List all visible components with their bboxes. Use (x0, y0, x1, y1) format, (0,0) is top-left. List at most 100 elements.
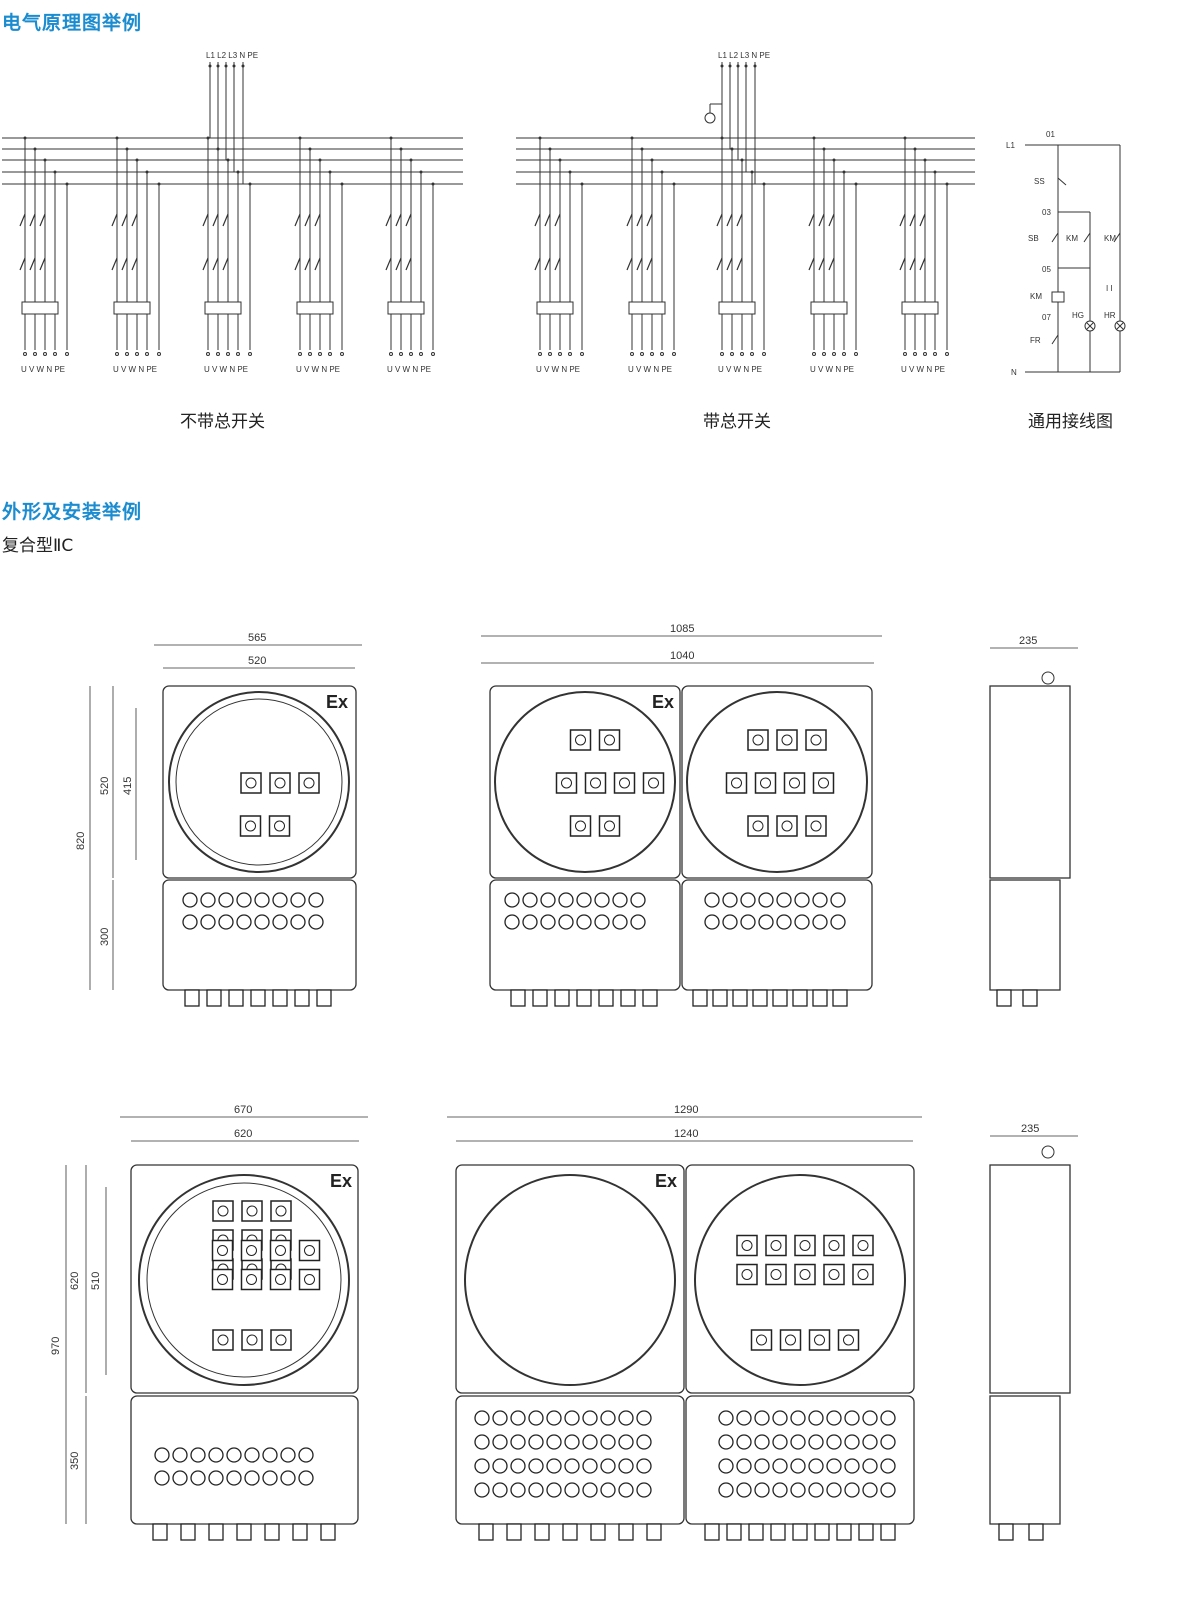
indicator-row (718, 1410, 896, 1426)
indicator-lamp (576, 892, 592, 908)
cable-glands (510, 989, 658, 1007)
indicator-lamp (618, 1482, 634, 1498)
cable-gland (832, 989, 848, 1007)
indicator-lamp (826, 1434, 842, 1450)
switch-grid (240, 772, 320, 794)
cable-gland (812, 989, 828, 1007)
indicator-lamp (244, 1447, 260, 1463)
indicator-row (182, 892, 324, 908)
dim-d-w2: 620 (234, 1128, 252, 1140)
indicator-lamp (636, 1482, 652, 1498)
cable-gland (152, 1523, 168, 1541)
indicator-lamp (790, 1410, 806, 1426)
indicator-lamp (754, 1434, 770, 1450)
label-SS: SS (1034, 177, 1045, 186)
cable-gland (772, 989, 788, 1007)
indicator-row (154, 1447, 314, 1463)
rotary-switch (268, 815, 291, 837)
rotary-switch (750, 1329, 773, 1351)
indicator-lamp (808, 1434, 824, 1450)
switch-grid (750, 1329, 860, 1351)
indicator-lamp (564, 1458, 580, 1474)
rotary-switch (805, 729, 827, 751)
rotary-switch (569, 729, 592, 751)
label-N: N (1011, 368, 1017, 377)
cable-glands (152, 1523, 336, 1541)
cable-gland (836, 1523, 852, 1541)
indicator-row (504, 914, 646, 930)
rotary-switch (584, 772, 607, 794)
indicator-lamp (582, 1410, 598, 1426)
indicator-lamp (262, 1447, 278, 1463)
enclosure-drawing-565x820: Ex (162, 685, 357, 991)
indicator-lamp (736, 1458, 752, 1474)
indicator-lamp (182, 892, 198, 908)
indicator-lamp (172, 1470, 188, 1486)
indicator-lamp (504, 914, 520, 930)
dim-d-w1: 670 (234, 1104, 252, 1116)
indicator-row (504, 892, 646, 908)
rotary-switch (783, 772, 806, 794)
cable-glands (998, 1523, 1044, 1541)
rotary-switch (555, 772, 578, 794)
indicator-lamp (154, 1470, 170, 1486)
cable-gland (264, 1523, 280, 1541)
indicator-lamp (290, 892, 306, 908)
cable-gland (996, 989, 1012, 1007)
rotary-switch (239, 815, 262, 837)
indicator-lamp (522, 892, 538, 908)
indicator-lamp (280, 1447, 296, 1463)
switch-grid (211, 1239, 321, 1291)
dim-a-h2: 520 (99, 777, 111, 795)
rotary-switch (241, 1200, 263, 1222)
indicator-lamp (182, 914, 198, 930)
cable-gland (748, 1523, 764, 1541)
indicator-lamp (600, 1458, 616, 1474)
indicator-row (718, 1458, 896, 1474)
side-view-235 (989, 671, 1071, 991)
terminal-label: U V W N PE (536, 365, 580, 374)
dim-b-w1: 1085 (670, 623, 694, 635)
indicator-lamp (758, 914, 774, 930)
indicator-lamp (546, 1434, 562, 1450)
indicator-lamp (200, 892, 216, 908)
ex-mark-b: Ex (652, 692, 674, 712)
cable-gland (732, 989, 748, 1007)
rotary-switch (779, 1329, 802, 1351)
indicator-lamp (718, 1410, 734, 1426)
indicator-lamp (636, 1434, 652, 1450)
indicator-lamp (540, 892, 556, 908)
section-title-schematics: 电气原理图举例 (2, 12, 143, 34)
cable-gland (236, 1523, 252, 1541)
indicator-lamp (790, 1458, 806, 1474)
indicator-lamp (612, 892, 628, 908)
indicator-lamp (862, 1458, 878, 1474)
indicator-lamp (474, 1458, 490, 1474)
cable-gland (316, 989, 332, 1007)
indicator-row (154, 1470, 314, 1486)
indicator-lamp (244, 1470, 260, 1486)
indicator-lamp (618, 1434, 634, 1450)
switch-grid (555, 772, 665, 794)
indicator-lamp (844, 1482, 860, 1498)
dim-a-w1: 565 (248, 632, 266, 644)
indicator-lamp (272, 914, 288, 930)
indicator-lamp (880, 1482, 896, 1498)
subtitle-type: 复合型ⅡC (2, 536, 74, 556)
dim-d-h3: 510 (90, 1272, 102, 1290)
indicator-lamp (808, 1410, 824, 1426)
indicator-lamp (218, 914, 234, 930)
indicator-lamp (298, 1447, 314, 1463)
cable-gland (534, 1523, 550, 1541)
indicator-lamp (772, 1482, 788, 1498)
rotary-switch (613, 772, 636, 794)
cable-gland (250, 989, 266, 1007)
indicator-lamp (862, 1434, 878, 1450)
label-SB: SB (1028, 234, 1039, 243)
cable-glands (996, 989, 1038, 1007)
caption-general-wiring: 通用接线图 (1028, 412, 1113, 432)
switch-grid (747, 729, 827, 751)
indicator-lamp (772, 1410, 788, 1426)
node-01: 01 (1046, 130, 1055, 139)
